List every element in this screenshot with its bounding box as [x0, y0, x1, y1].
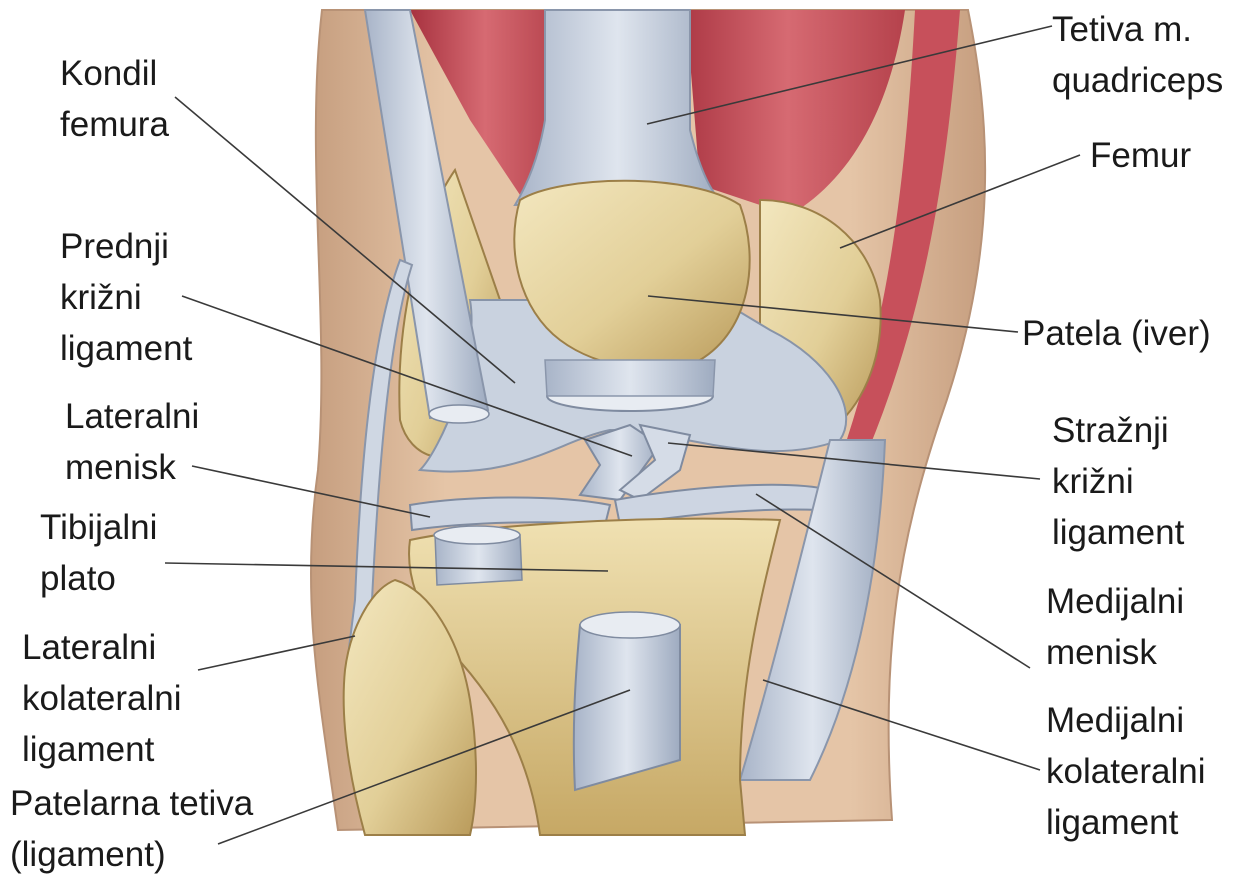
label-tetiva-quadriceps: Tetiva m. quadriceps — [1052, 4, 1223, 106]
label-prednji-krizni-ligament: Prednji križni ligament — [60, 221, 192, 374]
label-lateralni-menisk: Lateralni menisk — [65, 391, 199, 493]
label-kondil-femura: Kondil femura — [60, 48, 169, 150]
label-lateralni-kolateralni-ligament: Lateralni kolateralni ligament — [22, 622, 182, 775]
label-patela: Patela (iver) — [1022, 308, 1211, 359]
tibial-cut-top — [434, 526, 520, 544]
patellar-tendon-lower — [574, 625, 680, 790]
label-patelarna-tetiva: Patelarna tetiva (ligament) — [10, 778, 253, 880]
patellar-tendon-upper — [545, 360, 715, 396]
label-medijalni-kolateralni-ligament: Medijalni kolateralni ligament — [1046, 695, 1206, 848]
label-medijalni-menisk: Medijalni menisk — [1046, 576, 1184, 678]
quadriceps-tendon — [515, 10, 720, 205]
iliotibial-band-cut-end — [429, 405, 489, 423]
label-tibijalni-plato: Tibijalni plato — [40, 502, 157, 604]
label-straznji-krizni-ligament: Stražnji križni ligament — [1052, 405, 1184, 558]
patellar-tendon-cut-lower — [580, 612, 680, 638]
label-femur: Femur — [1090, 130, 1191, 181]
